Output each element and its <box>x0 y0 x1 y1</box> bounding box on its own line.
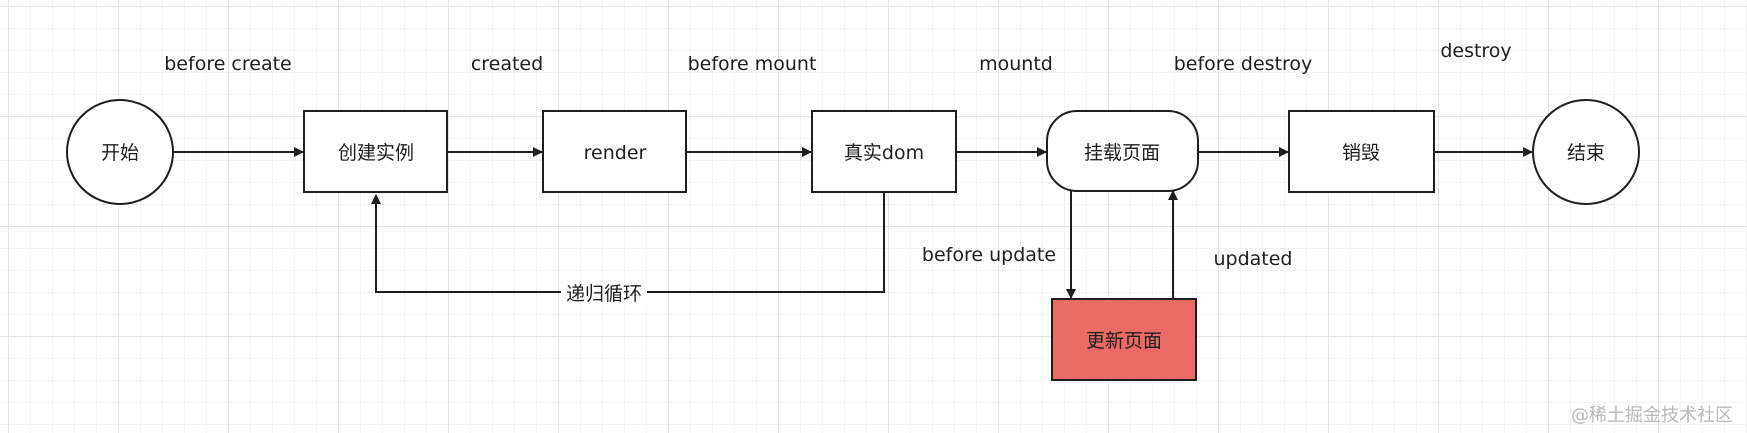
loop-label-bg <box>561 281 647 305</box>
node-end: 结束 <box>1532 99 1640 205</box>
hook-before-create: before create <box>164 53 292 75</box>
node-mount-page: 挂载页面 <box>1046 110 1199 192</box>
node-destroy-label: 销毁 <box>1342 142 1380 164</box>
hook-before-mount: before mount <box>688 53 817 75</box>
node-real-dom-label: 真实dom <box>844 142 924 164</box>
node-start-label: 开始 <box>101 142 139 164</box>
hook-before-destroy: before destroy <box>1174 53 1313 75</box>
node-real-dom: 真实dom <box>811 110 957 193</box>
node-update-page: 更新页面 <box>1051 298 1197 381</box>
node-start: 开始 <box>66 99 174 205</box>
hook-updated: updated <box>1213 248 1292 270</box>
node-end-label: 结束 <box>1567 142 1605 164</box>
node-destroy: 销毁 <box>1288 110 1435 193</box>
node-create-instance-label: 创建实例 <box>338 142 414 164</box>
hook-mounted: mountd <box>979 53 1053 75</box>
watermark: @稀土掘金技术社区 <box>1571 405 1733 426</box>
node-update-page-label: 更新页面 <box>1086 330 1162 352</box>
hook-before-update: before update <box>922 244 1056 266</box>
hook-created: created <box>471 53 543 75</box>
edge-recursive-loop <box>371 192 885 293</box>
node-create-instance: 创建实例 <box>303 110 448 193</box>
hook-destroy: destroy <box>1440 40 1511 62</box>
node-mount-page-label: 挂载页面 <box>1084 142 1160 164</box>
node-render: render <box>542 110 687 193</box>
node-render-label: render <box>584 142 647 164</box>
loop-label: 递归循环 <box>566 283 642 305</box>
